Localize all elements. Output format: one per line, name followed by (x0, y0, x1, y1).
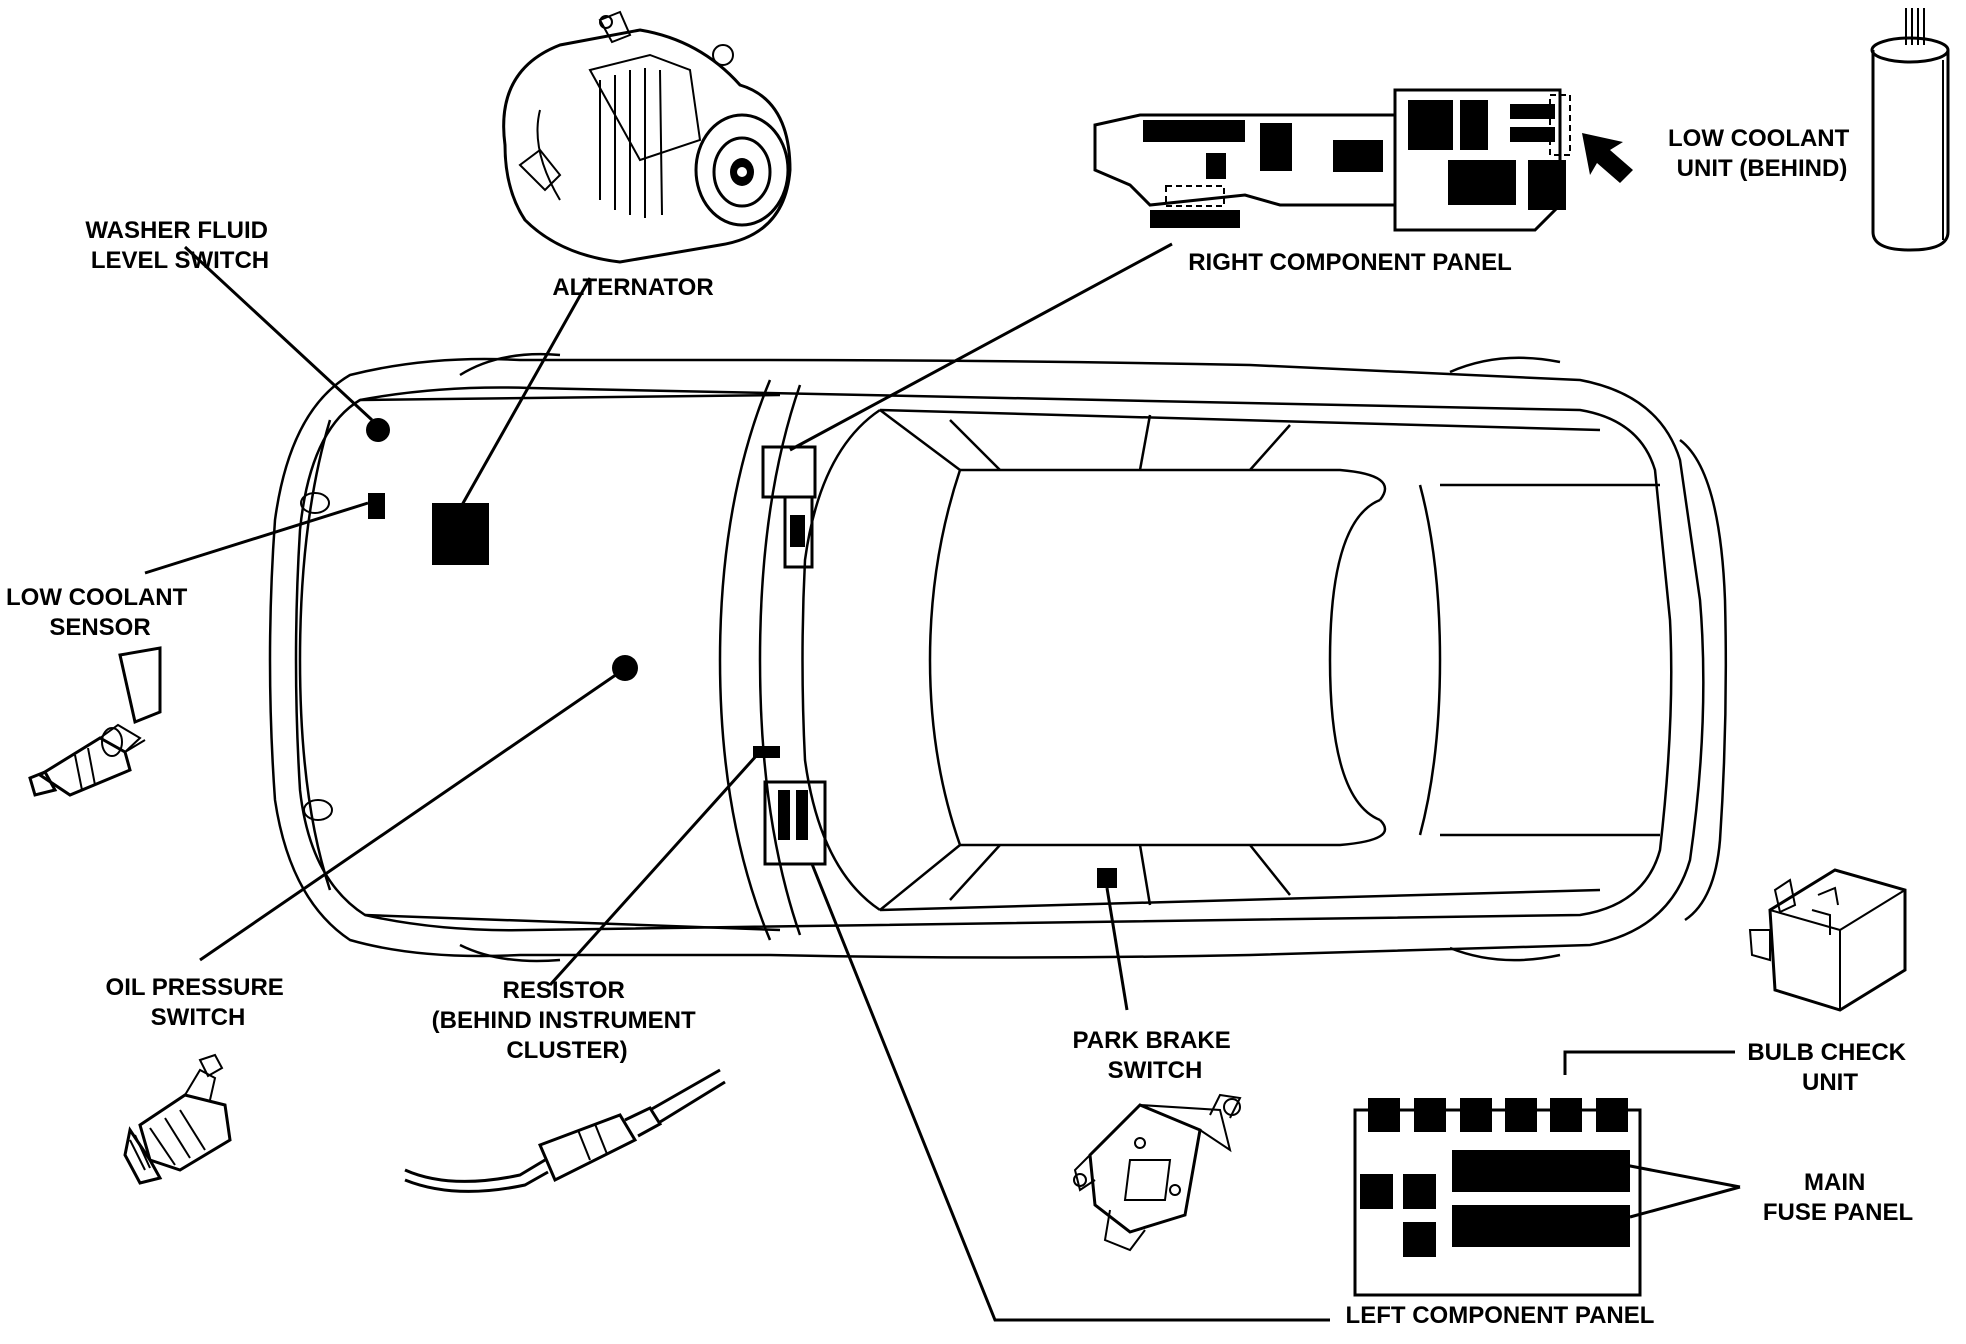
alternator-label: ALTERNATOR (552, 274, 713, 301)
car-component-markers (366, 418, 1117, 888)
main-fuse-panel-upper (1452, 1150, 1630, 1192)
right-component-panel-label: RIGHT COMPONENT PANEL (1188, 249, 1512, 276)
labels: WASHER FLUID LEVEL SWITCH ALTERNATOR RIG… (6, 125, 1913, 1329)
resistor-drawing (404, 1068, 726, 1193)
oil-pressure-switch-label: OIL PRESSURE SWITCH (106, 974, 291, 1031)
low-coolant-sensor-drawing (28, 646, 162, 797)
main-fuse-panel-lower (1452, 1205, 1630, 1247)
bulb-check-unit-label: BULB CHECK UNIT (1747, 1039, 1912, 1096)
leader-lines (144, 133, 1741, 1322)
low-coolant-sensor-marker (368, 493, 385, 519)
alternator-drawing (502, 10, 792, 264)
alternator-marker (432, 503, 489, 565)
resistor-label: RESISTOR (BEHIND INSTRUMENT CLUSTER) (432, 977, 703, 1064)
washer-fluid-switch-marker (366, 418, 390, 442)
left-component-panel-detail (1353, 1098, 1642, 1297)
right-component-panel-detail (1093, 88, 1571, 232)
resistor-marker (753, 746, 780, 758)
bulb-check-unit-drawing (1748, 868, 1907, 1012)
left-component-panel-label: LEFT COMPONENT PANEL (1346, 1302, 1655, 1329)
main-fuse-panel-label: MAIN FUSE PANEL (1763, 1169, 1913, 1226)
washer-fluid-level-switch-label: WASHER FLUID LEVEL SWITCH (85, 217, 274, 274)
low-coolant-unit-marker (783, 495, 814, 569)
oil-pressure-switch-drawing (123, 1053, 232, 1185)
park-brake-switch-label: PARK BRAKE SWITCH (1073, 1027, 1238, 1084)
park-brake-switch-drawing (1073, 1093, 1242, 1252)
right-component-panel-marker (761, 445, 817, 499)
oil-pressure-switch-marker (612, 655, 638, 681)
left-component-panel-marker (763, 780, 827, 866)
low-coolant-sensor-label: LOW COOLANT SENSOR (6, 584, 194, 641)
low-coolant-unit-drawing (1870, 8, 1950, 252)
park-brake-switch-marker (1097, 868, 1117, 888)
low-coolant-unit-label: LOW COOLANT UNIT (BEHIND) (1668, 125, 1856, 182)
car-top-view (268, 352, 1728, 963)
